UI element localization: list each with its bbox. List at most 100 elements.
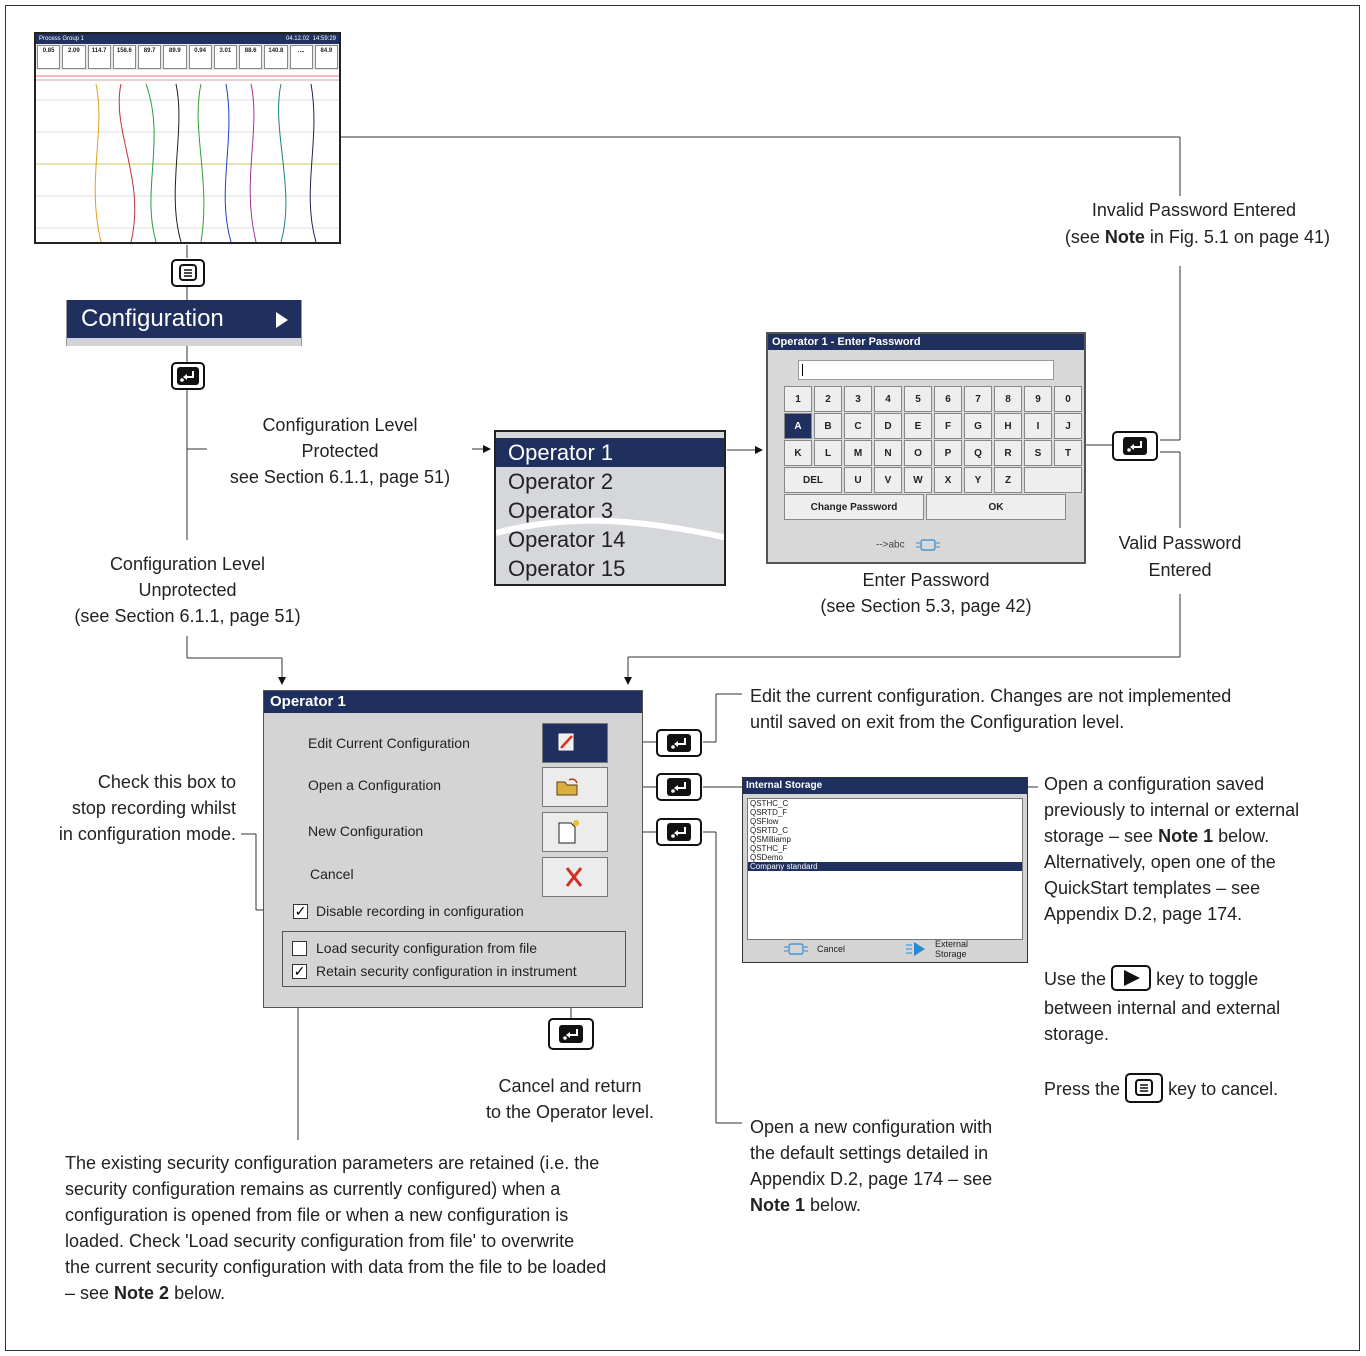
open-enter-key-button[interactable] <box>656 773 702 801</box>
open-desc-note: Note 1 <box>1158 826 1214 846</box>
folder-open-icon <box>556 778 578 796</box>
key-v[interactable]: V <box>874 467 902 493</box>
operator-dialog-title: Operator 1 <box>264 691 642 713</box>
protected-line-1: Configuration Level <box>262 415 418 435</box>
operator-dialog: Operator 1 Edit Current Configuration Op… <box>263 690 643 1008</box>
storage-item[interactable]: QSRTD_C <box>750 826 789 835</box>
open-desc-line-1: Open a configuration saved <box>1044 774 1265 794</box>
key-f[interactable]: F <box>934 413 962 439</box>
enter-password-line-2: (see Section 5.3, page 42) <box>820 596 1032 616</box>
key-3[interactable]: 3 <box>844 386 872 412</box>
internal-storage-dialog: Internal Storage QSTHC_C QSRTD_F QSFlow … <box>742 777 1028 963</box>
new-config-button[interactable] <box>542 812 608 852</box>
storage-external[interactable]: External Storage <box>935 939 968 959</box>
key-5[interactable]: 5 <box>904 386 932 412</box>
key-x[interactable]: X <box>934 467 962 493</box>
storage-file-list[interactable]: QSTHC_C QSRTD_F QSFlow QSRTD_C QSMilliam… <box>747 798 1023 940</box>
storage-cancel[interactable]: Cancel <box>817 944 846 954</box>
retain-security-checkbox[interactable]: ✓ <box>292 963 307 979</box>
storage-item-selected[interactable]: Company standard <box>748 862 1022 871</box>
toggle-post: key to toggle <box>1156 969 1259 989</box>
operator-list[interactable]: Operator 1 Operator 2 Operator 3 Operato… <box>494 430 726 586</box>
edit-config-button[interactable] <box>542 723 608 763</box>
ok-button[interactable]: OK <box>926 494 1066 520</box>
key-2[interactable]: 2 <box>814 386 842 412</box>
load-security-checkbox[interactable] <box>292 941 307 956</box>
enter-key-icon <box>1123 437 1147 455</box>
storage-item[interactable]: QSDemo <box>750 853 783 862</box>
security-line-4: loaded. Check 'Load security configurati… <box>65 1231 575 1251</box>
enter-key-button[interactable] <box>171 362 205 390</box>
new-desc-line-1: Open a new configuration with <box>750 1117 993 1137</box>
key-1[interactable]: 1 <box>784 386 812 412</box>
operator-item-14[interactable]: Operator 14 <box>508 527 626 552</box>
operator-item-15[interactable]: Operator 15 <box>508 556 626 581</box>
key-0[interactable]: 0 <box>1054 386 1082 412</box>
key-l[interactable]: L <box>814 440 842 466</box>
key-t[interactable]: T <box>1054 440 1082 466</box>
open-desc-line-6: Appendix D.2, page 174. <box>1044 904 1243 924</box>
value-7: 0.94 <box>188 45 212 69</box>
configuration-label: Configuration <box>81 305 224 332</box>
key-g[interactable]: G <box>964 413 992 439</box>
key-n[interactable]: N <box>874 440 902 466</box>
enter-key-icon <box>667 778 691 796</box>
open-desc-text: storage – see <box>1044 826 1159 846</box>
key-m[interactable]: M <box>844 440 872 466</box>
key-s[interactable]: S <box>1024 440 1052 466</box>
key-4[interactable]: 4 <box>874 386 902 412</box>
screenshot-time: 04.12.02 14:59:29 <box>286 34 336 44</box>
edit-enter-key-button[interactable] <box>656 729 702 757</box>
change-password-button[interactable]: Change Password <box>784 494 924 520</box>
storage-item[interactable]: QSMilliamp <box>750 835 791 844</box>
unprotected-line-2: Unprotected <box>138 580 237 600</box>
key-8[interactable]: 8 <box>994 386 1022 412</box>
operator-item-2[interactable]: Operator 2 <box>508 469 614 494</box>
play-arrow-icon <box>1124 970 1141 986</box>
operator-item-1[interactable]: Operator 1 <box>496 438 724 467</box>
key-e[interactable]: E <box>904 413 932 439</box>
key-r[interactable]: R <box>994 440 1022 466</box>
password-input[interactable] <box>798 360 1054 380</box>
configuration-menu[interactable]: Configuration <box>66 300 302 346</box>
cancel-enter-key-button[interactable] <box>548 1018 594 1050</box>
storage-item[interactable]: QSRTD_F <box>750 808 788 817</box>
unprotected-line-3: (see Section 6.1.1, page 51) <box>74 606 301 626</box>
key-q[interactable]: Q <box>964 440 992 466</box>
key-j[interactable]: J <box>1054 413 1082 439</box>
configuration-menu-item[interactable]: Configuration <box>67 300 301 338</box>
key-h[interactable]: H <box>994 413 1022 439</box>
security-note: Note 2 <box>114 1283 170 1303</box>
storage-item[interactable]: QSFlow <box>750 817 779 826</box>
key-o[interactable]: O <box>904 440 932 466</box>
key-9[interactable]: 9 <box>1024 386 1052 412</box>
storage-item[interactable]: QSTHC_C <box>750 799 789 808</box>
value-2: 2.09 <box>62 45 86 69</box>
key-y[interactable]: Y <box>964 467 992 493</box>
open-config-button[interactable] <box>542 767 608 807</box>
key-w[interactable]: W <box>904 467 932 493</box>
key-del[interactable]: DEL <box>784 467 842 493</box>
key-6[interactable]: 6 <box>934 386 962 412</box>
security-line-6: – see Note 2 below. <box>65 1281 705 1305</box>
key-i[interactable]: I <box>1024 413 1052 439</box>
screenshot-title: Process Group 1 <box>36 34 339 44</box>
key-d[interactable]: D <box>874 413 902 439</box>
key-b[interactable]: B <box>814 413 842 439</box>
menu-key-button[interactable] <box>171 259 205 287</box>
cancel-button[interactable] <box>542 857 608 897</box>
enter-key-icon <box>559 1025 583 1043</box>
key-7[interactable]: 7 <box>964 386 992 412</box>
invalid-line-2: (see Note in Fig. 5.1 on page 41) <box>960 225 1330 249</box>
storage-item[interactable]: QSTHC_F <box>750 844 788 853</box>
key-k[interactable]: K <box>784 440 812 466</box>
key-a[interactable]: A <box>784 413 812 439</box>
new-enter-key-button[interactable] <box>656 818 702 846</box>
key-u[interactable]: U <box>844 467 872 493</box>
key-c[interactable]: C <box>844 413 872 439</box>
key-p[interactable]: P <box>934 440 962 466</box>
key-z[interactable]: Z <box>994 467 1022 493</box>
invalid-ref: in Fig. 5.1 on page 41) <box>1144 227 1330 247</box>
password-enter-key-button[interactable] <box>1112 431 1158 461</box>
disable-recording-checkbox[interactable]: ✓ <box>293 903 308 919</box>
